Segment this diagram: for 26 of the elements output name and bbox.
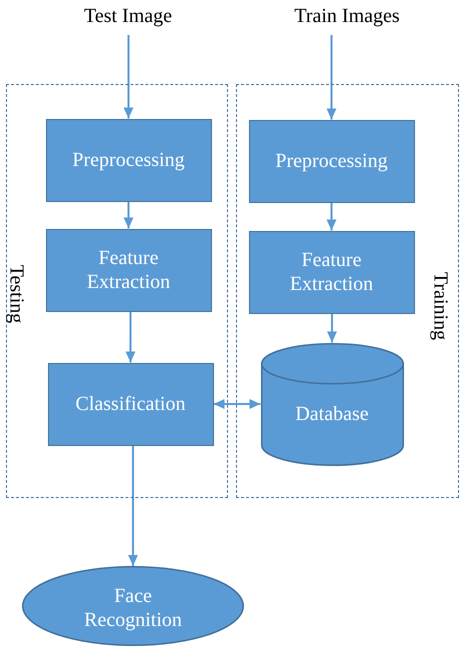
database-label: Database — [295, 402, 369, 426]
arrow — [128, 446, 138, 566]
process-box — [48, 362, 214, 446]
result-ellipse — [22, 566, 244, 646]
dashed-group-box — [236, 84, 459, 498]
group-label: Testing — [6, 264, 28, 323]
process-label: Feature Extraction — [288, 248, 374, 296]
process-box — [46, 118, 212, 202]
arrow — [326, 35, 336, 120]
process-label: Classification — [76, 392, 186, 416]
arrow — [326, 202, 336, 230]
arrow — [126, 312, 136, 362]
arrow — [124, 35, 134, 118]
process-box — [248, 230, 414, 314]
double-arrow — [214, 399, 260, 409]
input-label: Train Images — [294, 5, 400, 27]
process-box — [46, 228, 212, 312]
process-box — [248, 120, 414, 202]
process-label: Preprocessing — [275, 149, 388, 173]
process-label: Feature Extraction — [86, 246, 172, 294]
dashed-group-box — [6, 84, 228, 498]
input-label: Test Image — [84, 5, 172, 27]
group-label: Training — [430, 271, 452, 340]
result-label: Face Recognition — [83, 584, 183, 632]
process-label: Preprocessing — [72, 148, 185, 172]
arrow — [124, 202, 134, 228]
